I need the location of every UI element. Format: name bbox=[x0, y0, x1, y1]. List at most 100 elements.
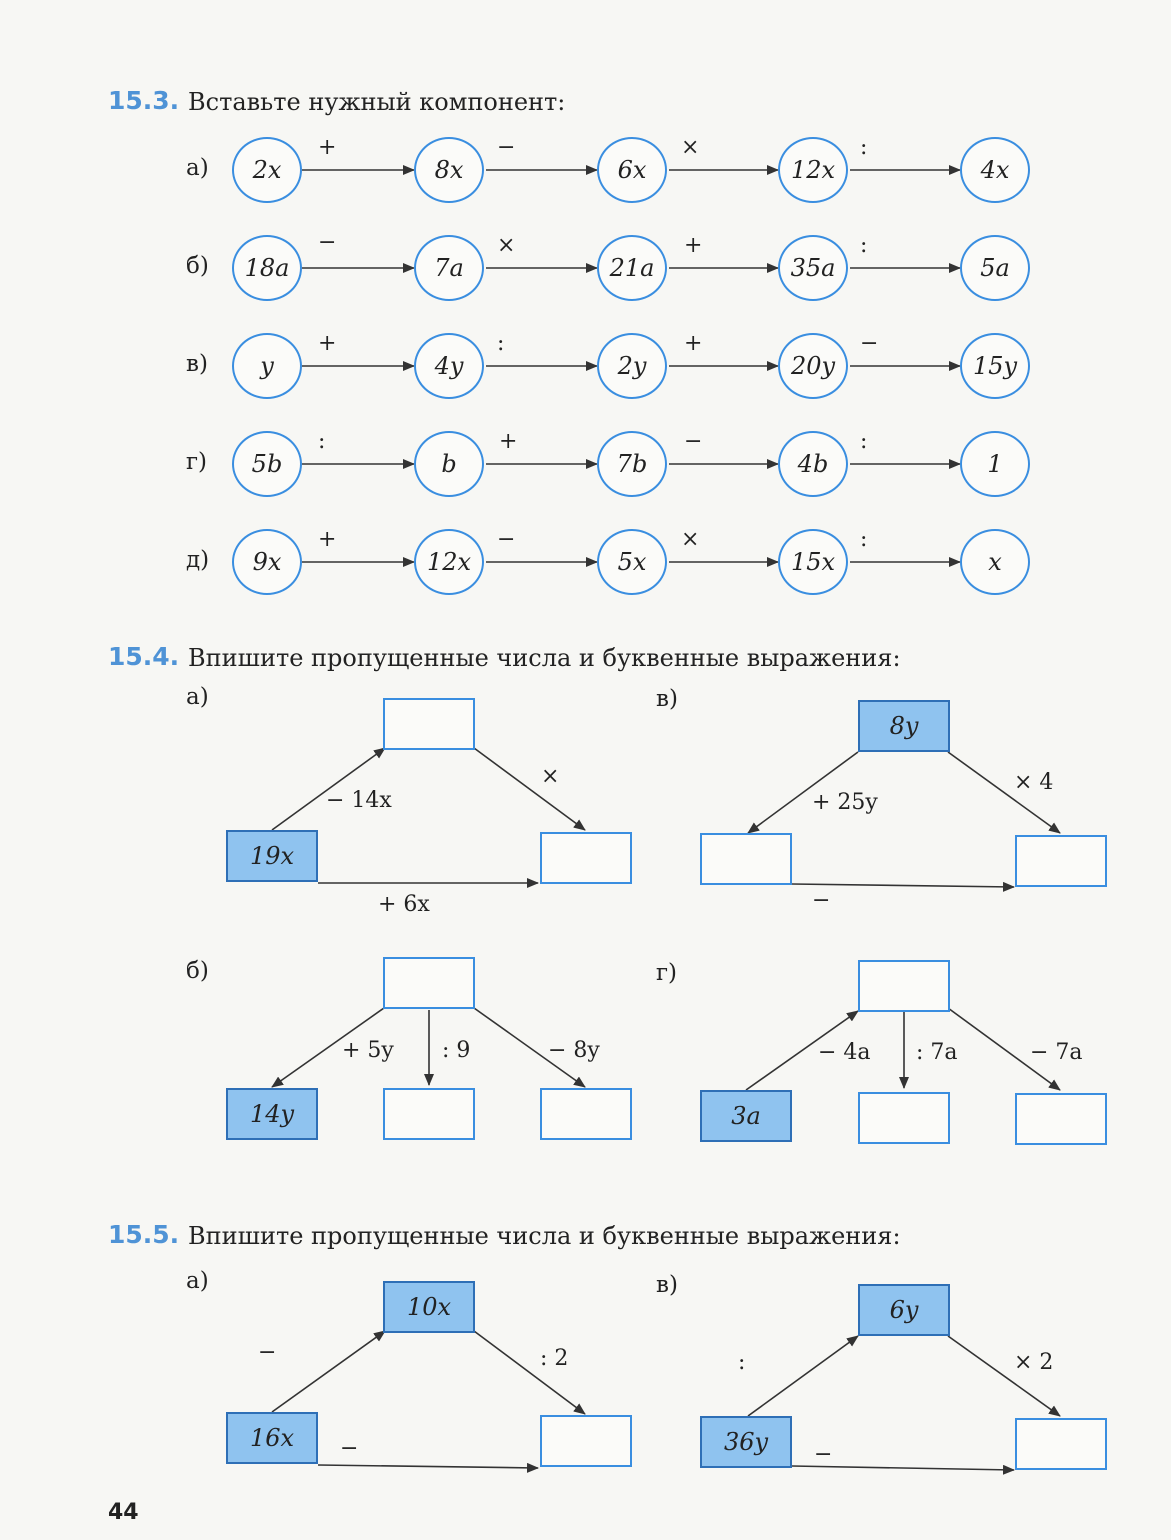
given-box: 3a bbox=[700, 1090, 792, 1142]
operation-label: − bbox=[340, 1436, 359, 1461]
exercise-number-15-5: 15.5. bbox=[108, 1220, 180, 1249]
chain-circle: x bbox=[960, 529, 1030, 595]
chain-circle: 21a bbox=[597, 235, 667, 301]
operator-sign: − bbox=[684, 429, 703, 454]
answer-box[interactable] bbox=[1015, 835, 1107, 887]
part-label: в) bbox=[656, 686, 678, 712]
exercise-title-15-5: Впишите пропущенные числа и буквенные вы… bbox=[188, 1222, 901, 1250]
operator-sign: + bbox=[318, 331, 337, 356]
answer-box[interactable] bbox=[383, 957, 475, 1009]
operator-sign: − bbox=[860, 331, 879, 356]
operation-label: + 25y bbox=[812, 790, 878, 815]
operation-label: − 14x bbox=[326, 788, 392, 813]
given-box: 19x bbox=[226, 830, 318, 882]
answer-box[interactable] bbox=[383, 1088, 475, 1140]
answer-box[interactable] bbox=[700, 833, 792, 885]
operation-label: − 4a bbox=[818, 1040, 871, 1065]
operator-sign: + bbox=[318, 135, 337, 160]
operator-sign: : bbox=[860, 429, 868, 454]
answer-box[interactable] bbox=[858, 1092, 950, 1144]
chain-circle: 6x bbox=[597, 137, 667, 203]
part-label: в) bbox=[656, 1272, 678, 1298]
part-label: а) bbox=[186, 1268, 209, 1294]
given-box: 36y bbox=[700, 1416, 792, 1468]
exercise-title-15-4: Впишите пропущенные числа и буквенные вы… bbox=[188, 644, 901, 672]
row-label: в) bbox=[186, 351, 208, 377]
chain-circle: 2x bbox=[232, 137, 302, 203]
chain-circle: 7a bbox=[414, 235, 484, 301]
given-box: 6y bbox=[858, 1284, 950, 1336]
chain-circle: 5a bbox=[960, 235, 1030, 301]
part-label: г) bbox=[656, 960, 678, 986]
chain-circle: 15x bbox=[778, 529, 848, 595]
answer-box[interactable] bbox=[1015, 1093, 1107, 1145]
operation-label: : 9 bbox=[442, 1038, 471, 1063]
answer-box[interactable] bbox=[1015, 1418, 1107, 1470]
operation-label: − 7a bbox=[1030, 1040, 1083, 1065]
exercise-title-15-3: Вставьте нужный компонент: bbox=[188, 88, 566, 116]
given-box: 10x bbox=[383, 1281, 475, 1333]
chain-circle: 4x bbox=[960, 137, 1030, 203]
operator-sign: × bbox=[497, 233, 516, 258]
row-label: а) bbox=[186, 155, 209, 181]
operation-label: : 2 bbox=[540, 1346, 569, 1371]
row-label: д) bbox=[186, 547, 210, 573]
operator-sign: + bbox=[499, 429, 518, 454]
operator-sign: : bbox=[860, 233, 868, 258]
operator-sign: × bbox=[681, 135, 700, 160]
operation-label: + 5y bbox=[342, 1038, 394, 1063]
chain-circle: 4b bbox=[778, 431, 848, 497]
answer-box[interactable] bbox=[540, 832, 632, 884]
chain-circle: y bbox=[232, 333, 302, 399]
operator-sign: − bbox=[318, 230, 337, 255]
exercise-number-15-4: 15.4. bbox=[108, 642, 180, 671]
part-label: а) bbox=[186, 684, 209, 710]
answer-box[interactable] bbox=[540, 1415, 632, 1467]
answer-box[interactable] bbox=[540, 1088, 632, 1140]
chain-circle: 12x bbox=[778, 137, 848, 203]
chain-circle: 9x bbox=[232, 529, 302, 595]
chain-circle: 5b bbox=[232, 431, 302, 497]
exercise-number-15-3: 15.3. bbox=[108, 86, 180, 115]
given-box: 14y bbox=[226, 1088, 318, 1140]
chain-circle: b bbox=[414, 431, 484, 497]
operator-sign: × bbox=[681, 527, 700, 552]
operation-label: − bbox=[812, 888, 831, 913]
operator-sign: + bbox=[684, 331, 703, 356]
chain-circle: 35a bbox=[778, 235, 848, 301]
operator-sign: : bbox=[318, 429, 326, 454]
chain-circle: 7b bbox=[597, 431, 667, 497]
operator-sign: + bbox=[318, 527, 337, 552]
chain-circle: 18a bbox=[232, 235, 302, 301]
operator-sign: : bbox=[860, 527, 868, 552]
operation-label: − bbox=[258, 1340, 277, 1365]
given-box: 16x bbox=[226, 1412, 318, 1464]
row-label: г) bbox=[186, 449, 208, 475]
operation-label: : 7a bbox=[916, 1040, 958, 1065]
operator-sign: + bbox=[684, 233, 703, 258]
answer-box[interactable] bbox=[383, 698, 475, 750]
operator-sign: − bbox=[497, 135, 516, 160]
chain-circle: 15y bbox=[960, 333, 1030, 399]
operation-label: × bbox=[541, 764, 560, 789]
chain-circle: 2y bbox=[597, 333, 667, 399]
chain-circle: 1 bbox=[960, 431, 1030, 497]
operation-label: + 6x bbox=[378, 892, 430, 917]
chain-circle: 8x bbox=[414, 137, 484, 203]
answer-box[interactable] bbox=[858, 960, 950, 1012]
operator-sign: : bbox=[860, 135, 868, 160]
operator-sign: − bbox=[497, 527, 516, 552]
row-label: б) bbox=[186, 253, 209, 279]
operation-label: × 4 bbox=[1014, 770, 1054, 795]
operation-label: × 2 bbox=[1014, 1350, 1054, 1375]
part-label: б) bbox=[186, 958, 209, 984]
page-number: 44 bbox=[108, 1500, 139, 1525]
chain-circle: 20y bbox=[778, 333, 848, 399]
operation-label: : bbox=[738, 1350, 746, 1375]
chain-circle: 12x bbox=[414, 529, 484, 595]
operator-sign: : bbox=[497, 331, 505, 356]
given-box: 8y bbox=[858, 700, 950, 752]
operation-label: − 8y bbox=[548, 1038, 600, 1063]
chain-circle: 5x bbox=[597, 529, 667, 595]
chain-circle: 4y bbox=[414, 333, 484, 399]
